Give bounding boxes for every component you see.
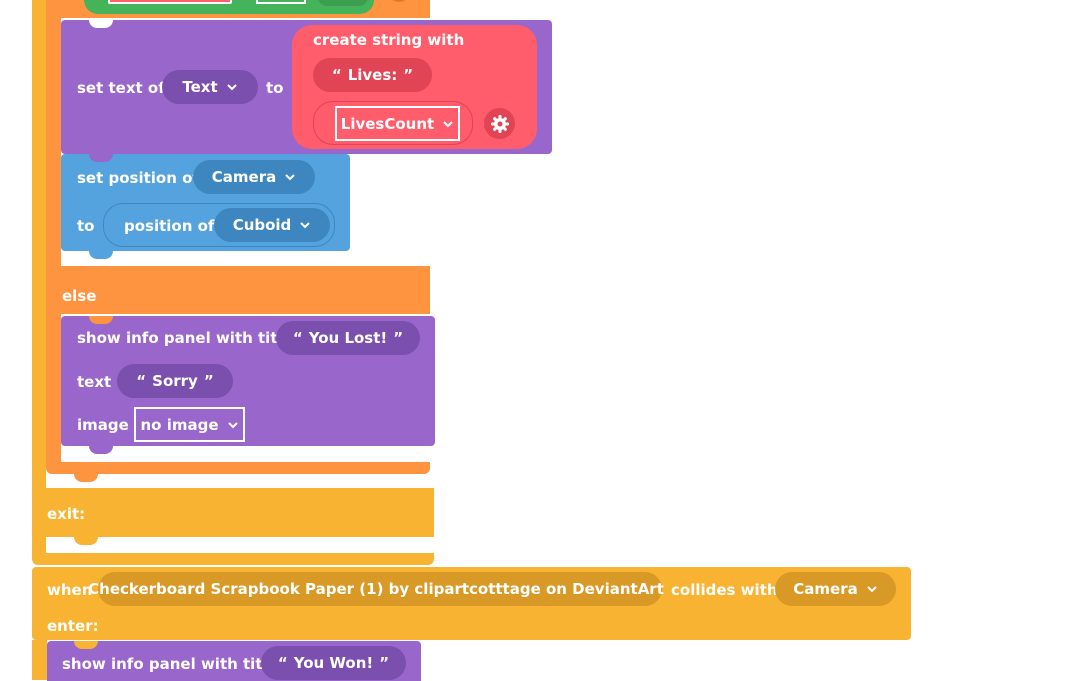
chevron-down-icon: [867, 586, 877, 593]
lives-var-dropdown[interactable]: LivesCount: [335, 106, 460, 141]
quote-close: ”: [203, 372, 214, 390]
collision-object-value: Checkerboard Scrapbook Paper (1) by clip…: [88, 580, 664, 598]
create-string-label: create string with: [313, 31, 465, 49]
exit-label: exit:: [47, 505, 86, 523]
collision-other-dropdown[interactable]: Camera: [775, 572, 896, 606]
set-position-label: set position of: [77, 169, 199, 187]
quote-open: “: [136, 372, 147, 390]
block-notch: [89, 154, 113, 162]
block-notch: [89, 251, 113, 259]
condition-dropdown[interactable]: [256, 0, 306, 4]
lives-string-slot[interactable]: “ Lives: ”: [313, 58, 432, 92]
lives-string-value: Lives:: [347, 66, 398, 84]
position-target-dropdown[interactable]: Camera: [193, 160, 315, 194]
won-title-slot[interactable]: “ You Won! ”: [261, 646, 406, 680]
image-value: no image: [140, 415, 219, 434]
quote-close: ”: [403, 66, 414, 84]
collision-other-value: Camera: [793, 580, 858, 598]
lost-title-slot[interactable]: “ You Lost! ”: [276, 321, 420, 355]
block-notch: [89, 316, 113, 324]
info-panel-won-label: show info panel with title: [62, 655, 278, 673]
block-notch: [74, 537, 98, 545]
image-dropdown[interactable]: no image: [134, 407, 245, 442]
collision-event-body[interactable]: [32, 640, 47, 680]
event-block-inner-gap-2: [46, 537, 434, 553]
chevron-down-icon: [227, 421, 238, 428]
gear-glyph: [490, 114, 509, 133]
gear-icon[interactable]: [484, 108, 515, 139]
lost-text-slot[interactable]: “ Sorry ”: [117, 364, 233, 398]
text-label: text: [77, 373, 112, 391]
condition-slot-pink[interactable]: [108, 0, 232, 4]
block-notch: [74, 641, 98, 649]
else-label: else: [62, 287, 97, 305]
condition-round-slot[interactable]: [318, 0, 368, 6]
chevron-down-icon: [300, 222, 311, 229]
enter-label: enter:: [47, 617, 99, 635]
quote-close: ”: [393, 329, 404, 347]
image-label: image: [77, 416, 129, 434]
position-target-value: Camera: [211, 168, 277, 186]
text-target-value: Text: [182, 78, 218, 96]
position-of-label: position of: [124, 217, 215, 235]
position-source-dropdown[interactable]: Cuboid: [214, 208, 330, 242]
lost-title-value: You Lost!: [308, 329, 388, 347]
lives-var-slot[interactable]: [313, 101, 473, 145]
won-title-value: You Won!: [293, 654, 374, 672]
block-notch: [74, 474, 98, 482]
position-source-value: Cuboid: [232, 216, 292, 234]
lost-text-value: Sorry: [152, 372, 198, 390]
block-notch: [89, 446, 113, 454]
chevron-down-icon: [226, 84, 237, 91]
info-panel-lost-label: show info panel with title: [77, 329, 293, 347]
collides-with-label: collides with: [671, 581, 778, 599]
quote-open: “: [292, 329, 303, 347]
lives-var-value: LivesCount: [340, 114, 435, 133]
when-label: when: [47, 581, 93, 599]
condition-gear-icon[interactable]: [388, 0, 410, 2]
chevron-down-icon: [285, 174, 295, 181]
text-target-dropdown[interactable]: Text: [162, 70, 258, 104]
quote-close: ”: [379, 654, 390, 672]
quote-open: “: [277, 654, 288, 672]
collision-object-dropdown[interactable]: Checkerboard Scrapbook Paper (1) by clip…: [88, 572, 664, 606]
to-label: to: [266, 79, 284, 97]
chevron-down-icon: [443, 120, 453, 127]
set-text-label: set text of: [77, 79, 165, 97]
position-to-label: to: [77, 217, 95, 235]
quote-open: “: [331, 66, 342, 84]
block-notch: [89, 20, 113, 28]
